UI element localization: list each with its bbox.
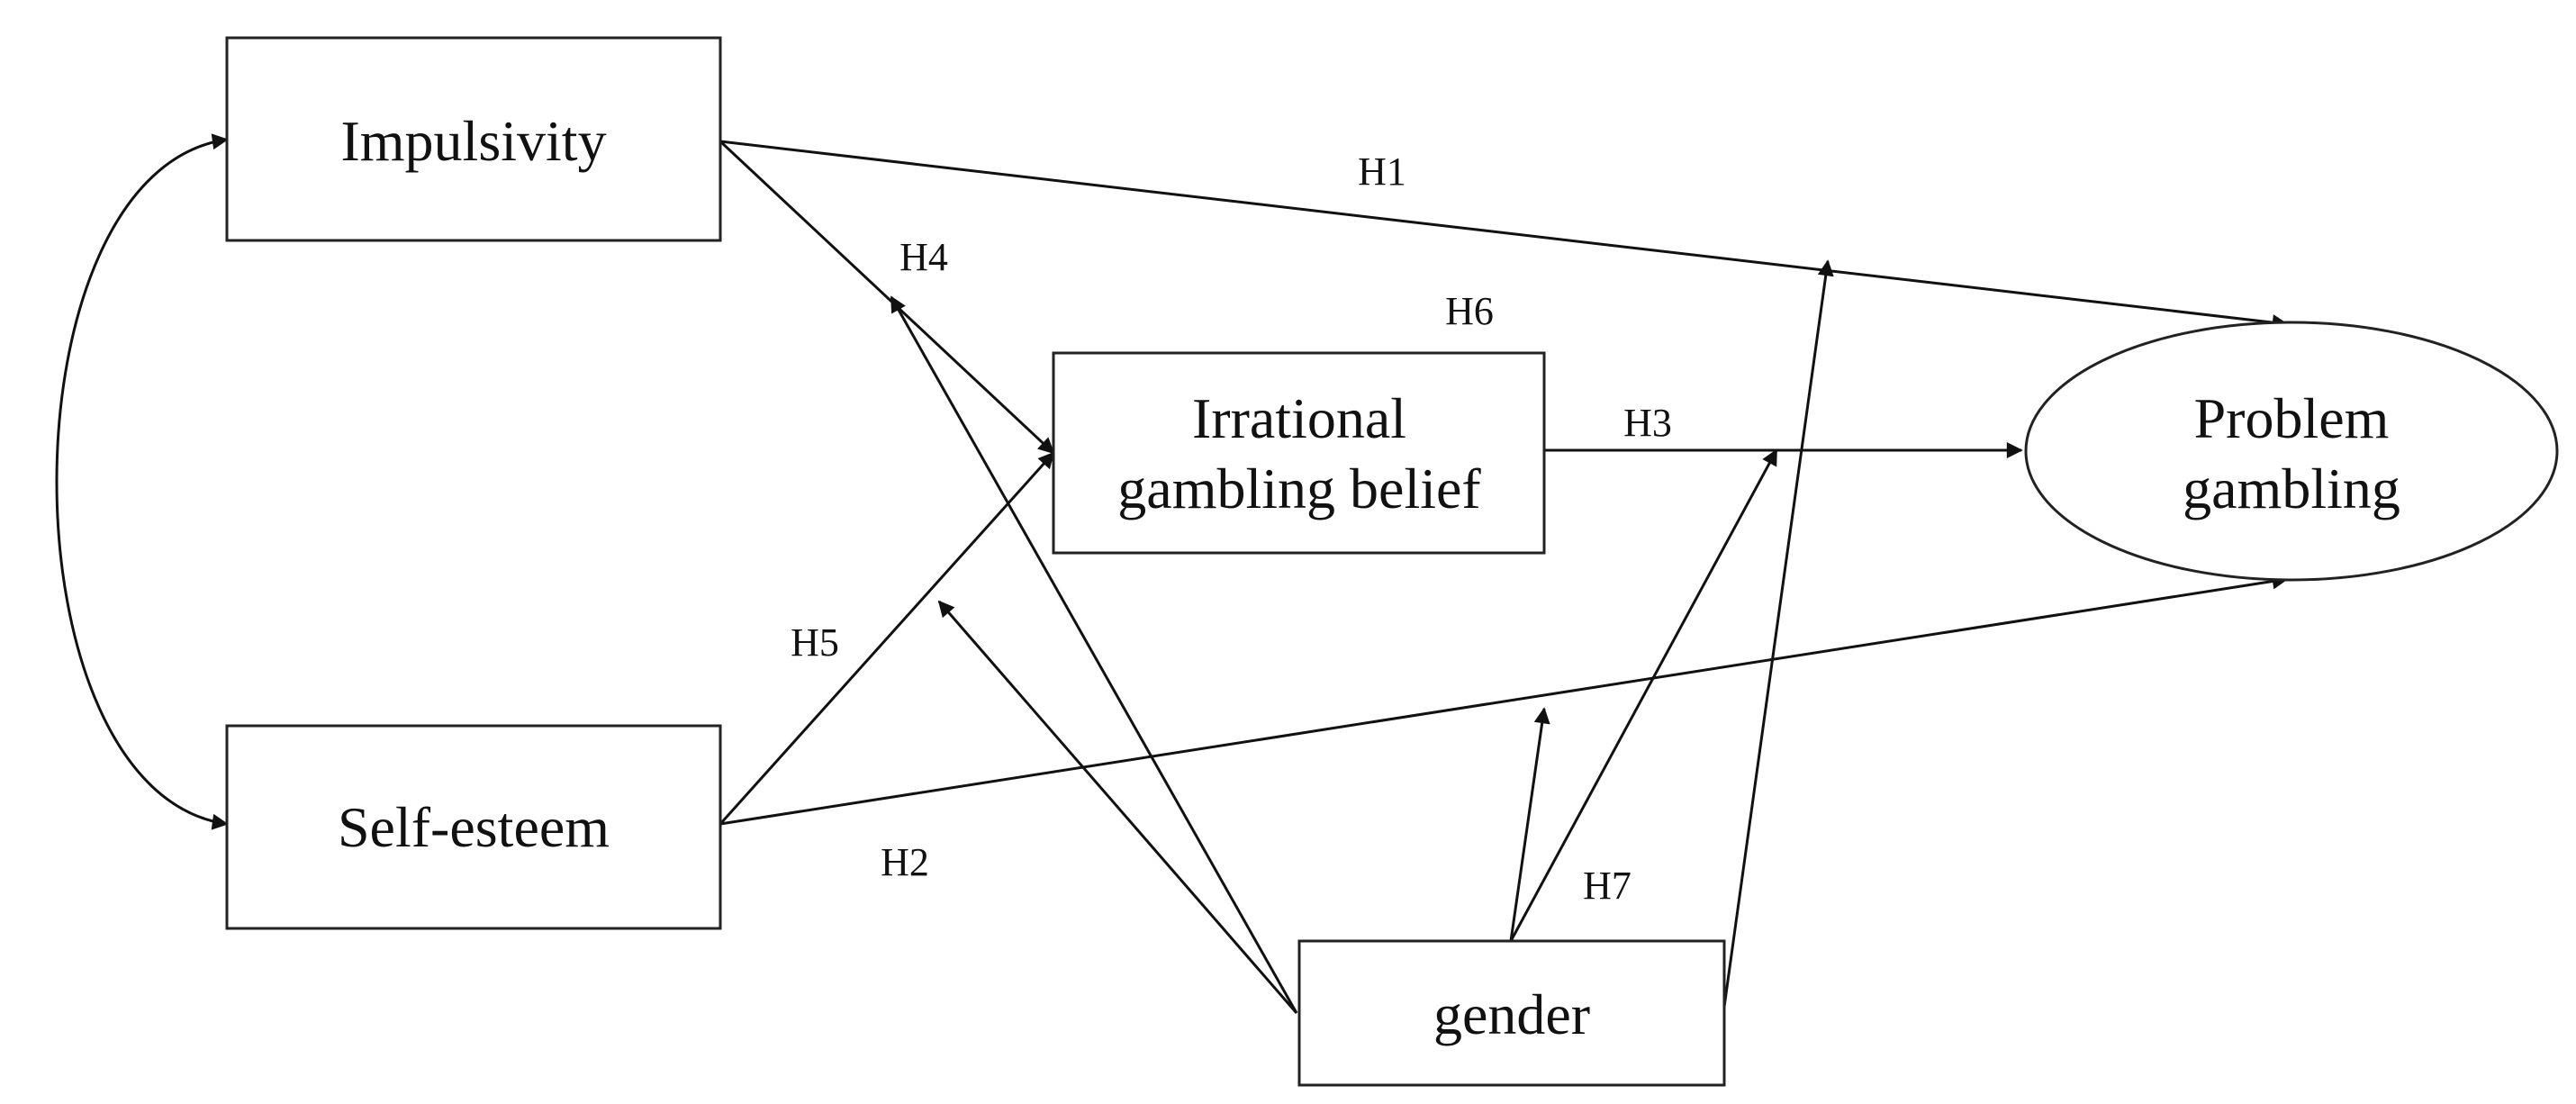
arrow-gender-to-h4 xyxy=(890,295,1298,1014)
hypothesis-label-h7: H7 xyxy=(1583,864,1631,908)
irrational-belief-label-line2: gambling belief xyxy=(1117,457,1481,520)
arrow-h2-self-esteem-to-problem-gambling xyxy=(719,573,2289,826)
covariance-arrow-impulsivity-self-esteem xyxy=(55,133,229,830)
hypothesis-label-h2: H2 xyxy=(881,840,929,884)
arrow-h1-impulsivity-to-problem-gambling xyxy=(719,140,2289,331)
arrow-h5-self-esteem-to-belief xyxy=(719,451,1055,826)
problem-gambling-label-line1: Problem xyxy=(2194,386,2390,450)
hypothesis-label-h5: H5 xyxy=(791,620,839,665)
hypothesis-label-h6: H6 xyxy=(1445,289,1494,333)
gender-label: gender xyxy=(1433,982,1590,1046)
hypothesis-label-h3: H3 xyxy=(1623,401,1672,445)
irrational-belief-box xyxy=(1052,351,1546,555)
self-esteem-label: Self-esteem xyxy=(338,795,610,859)
self-esteem-box xyxy=(225,724,722,930)
arrow-gender-to-h2 xyxy=(1509,707,1550,942)
arrow-h4-impulsivity-to-belief xyxy=(719,140,1055,455)
irrational-belief-label-line1: Irrational xyxy=(1192,386,1406,450)
arrow-gender-to-h5 xyxy=(937,600,1298,1014)
hypothesis-label-h1: H1 xyxy=(1358,149,1406,194)
problem-gambling-ellipse xyxy=(2024,321,2559,582)
gender-box xyxy=(1297,939,1726,1087)
hypothesis-label-h4: H4 xyxy=(899,235,948,279)
problem-gambling-label-line2: gambling xyxy=(2183,457,2400,520)
impulsivity-label: Impulsivity xyxy=(340,109,606,173)
arrow-gender-to-h1 xyxy=(1722,259,1834,1008)
impulsivity-box xyxy=(225,36,722,242)
arrow-gender-to-h3 xyxy=(1509,448,1778,942)
